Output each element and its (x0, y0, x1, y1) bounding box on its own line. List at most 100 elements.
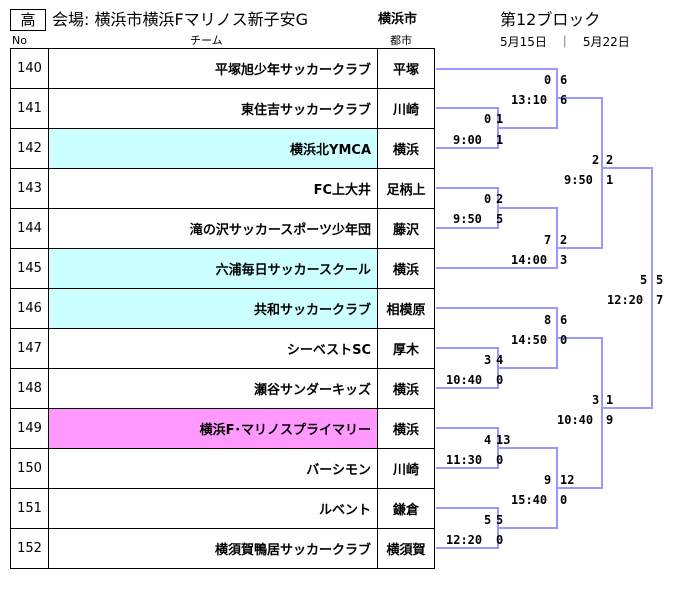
score-m8-top: 5 (484, 513, 492, 527)
score-m12-w: 5 (656, 273, 664, 287)
match-dates: 5月15日 ｜ 5月22日 (500, 35, 630, 49)
score-m8-bottom: 0 (496, 533, 504, 547)
bracket-m4 (436, 207, 558, 269)
score-m7-top: 4 (484, 433, 492, 447)
time-m12: 12:20 (607, 293, 644, 307)
score-m2-w: 0 (544, 73, 552, 87)
score-m2-bottom: 6 (560, 93, 568, 107)
score-m1-w: 0 (484, 112, 492, 126)
team-name: 瀬谷サンダーキッズ (48, 368, 378, 409)
score-m2-top: 6 (560, 73, 568, 87)
score-m6-w: 6 (560, 313, 568, 327)
team-city: 川崎 (377, 88, 435, 129)
team-city: 横須賀 (377, 528, 435, 569)
team-city: 相模原 (377, 288, 435, 329)
score-m10-w: 2 (606, 153, 614, 167)
score-m10-bottom: 1 (606, 173, 614, 187)
bracket-m11 (557, 337, 603, 489)
team-number: 151 (10, 488, 49, 529)
score-m5-w: 4 (496, 353, 504, 367)
team-name: 横須賀鴨居サッカークラブ (48, 528, 378, 569)
score-m3-top: 2 (496, 192, 504, 206)
team-city: 足柄上 (377, 168, 435, 209)
team-name: 横浜北YMCA (48, 128, 378, 169)
score-m4-top: 7 (544, 233, 552, 247)
team-name: 横浜F･マリノスプライマリー (48, 408, 378, 449)
score-m5-bottom: 0 (496, 373, 504, 387)
venue-title: 会場: 横浜市横浜Fマリノス新子安G (52, 10, 309, 29)
team-city: 藤沢 (377, 208, 435, 249)
score-m11-bottom: 9 (606, 413, 614, 427)
team-name: FC上大井 (48, 168, 378, 209)
time-m10: 9:50 (564, 173, 593, 187)
time-m8: 12:20 (446, 533, 483, 547)
score-m3-bottom: 5 (496, 212, 504, 226)
score-m9-w: 12 (560, 473, 575, 487)
team-city: 平塚 (377, 48, 435, 89)
team-city: 川崎 (377, 448, 435, 489)
team-name: ルベント (48, 488, 378, 529)
score-m4-bottom: 3 (560, 253, 568, 267)
team-number: 142 (10, 128, 49, 169)
team-number: 150 (10, 448, 49, 489)
time-m9: 15:40 (511, 493, 548, 507)
score-m3-w: 0 (484, 192, 492, 206)
column-header-no: No (12, 34, 27, 47)
team-name: シーベストSC (48, 328, 378, 369)
level-badge: 高 (10, 9, 46, 31)
time-m7: 11:30 (446, 453, 483, 467)
team-name: 滝の沢サッカースポーツ少年団 (48, 208, 378, 249)
score-m4-w: 2 (560, 233, 568, 247)
bracket-m9 (498, 447, 558, 529)
score-m12-top: 5 (640, 273, 648, 287)
score-m11-w: 1 (606, 393, 614, 407)
score-m5-top: 3 (484, 353, 492, 367)
column-header-city: 都市 (390, 34, 412, 47)
score-m6-bottom: 0 (560, 333, 568, 347)
team-city: 横浜 (377, 128, 435, 169)
score-m9-top: 9 (544, 473, 552, 487)
score-m7-w: 13 (496, 433, 511, 447)
team-number: 140 (10, 48, 49, 89)
time-m1: 9:00 (453, 133, 482, 147)
time-m2: 13:10 (511, 93, 548, 107)
score-m10-top: 2 (592, 153, 600, 167)
score-m8-w: 5 (496, 513, 504, 527)
time-m6: 14:50 (511, 333, 548, 347)
team-city: 厚木 (377, 328, 435, 369)
bracket-m12 (602, 167, 653, 409)
score-m1-top: 1 (496, 112, 504, 126)
score-m12-bottom: 7 (656, 293, 664, 307)
score-m1-bottom: 1 (496, 133, 504, 147)
team-number: 147 (10, 328, 49, 369)
team-city: 鎌倉 (377, 488, 435, 529)
time-m3: 9:50 (453, 212, 482, 226)
score-m9-bottom: 0 (560, 493, 568, 507)
score-m6-top: 8 (544, 313, 552, 327)
bracket-m10 (557, 97, 603, 249)
score-m7-bottom: 0 (496, 453, 504, 467)
team-city: 横浜 (377, 408, 435, 449)
column-header-team: チーム (190, 34, 223, 47)
time-m4: 14:00 (511, 253, 548, 267)
score-m11-top: 3 (592, 393, 600, 407)
block-title: 第12ブロック (500, 10, 601, 29)
team-name: 平塚旭少年サッカークラブ (48, 48, 378, 89)
time-m5: 10:40 (446, 373, 483, 387)
venue-city: 横浜市 (378, 12, 418, 27)
team-city: 横浜 (377, 368, 435, 409)
team-name: 六浦毎日サッカースクール (48, 248, 378, 289)
time-m11: 10:40 (557, 413, 594, 427)
